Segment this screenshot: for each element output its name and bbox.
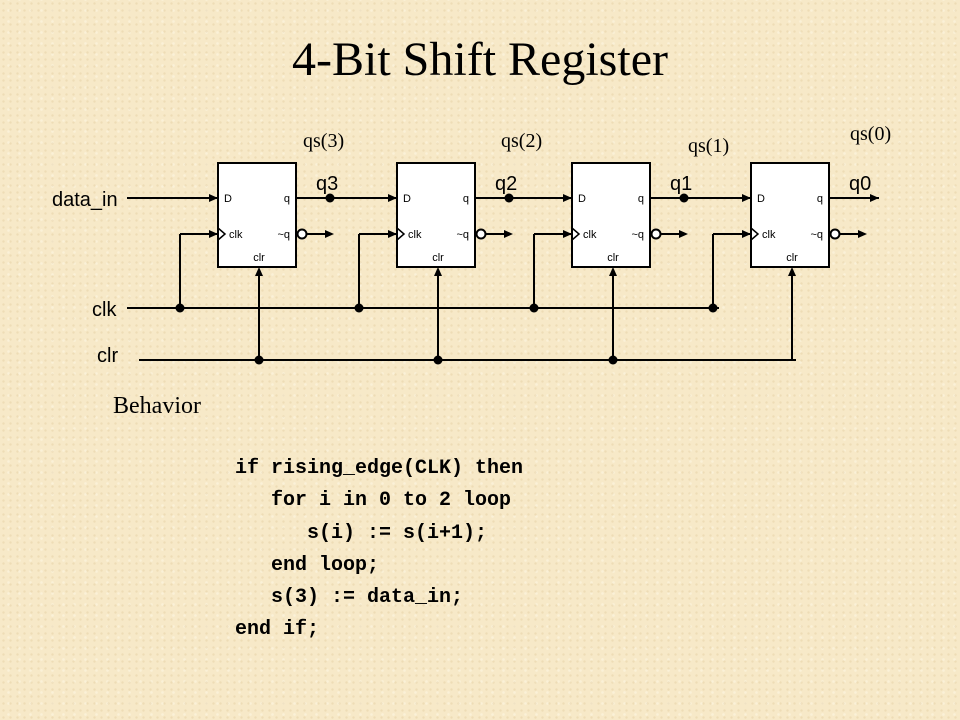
- clk-junction-dot: [529, 303, 539, 313]
- flip-flop-3: [750, 162, 830, 268]
- clk-arrowhead: [742, 230, 751, 238]
- nq-arrowhead: [679, 230, 688, 238]
- nq-arrowhead: [858, 230, 867, 238]
- clock-edge-marker: [750, 227, 760, 241]
- q-output-label: q3: [316, 173, 338, 195]
- pin-label-q: q: [284, 193, 290, 205]
- q-arrowhead: [742, 194, 751, 202]
- q-output-label: q2: [495, 173, 517, 195]
- clk-junction-dot: [175, 303, 185, 313]
- clk-junction-dot: [708, 303, 718, 313]
- clr-junction-dot: [433, 355, 443, 365]
- pin-label-q: q: [463, 193, 469, 205]
- pin-label-clk: clk: [583, 229, 597, 241]
- input-label-clk: clk: [92, 299, 117, 321]
- pin-label-q: q: [817, 193, 823, 205]
- q-arrowhead: [388, 194, 397, 202]
- clr-junction-dot: [254, 355, 264, 365]
- q-junction-dot: [325, 193, 335, 203]
- state-label-qs2: qs(2): [501, 130, 542, 152]
- code-line: if rising_edge(CLK) then: [235, 457, 524, 480]
- q-arrowhead: [563, 194, 572, 202]
- q-arrowhead: [870, 194, 879, 202]
- flip-flop-0: [217, 162, 297, 268]
- q-junction-dot: [504, 193, 514, 203]
- clk-arrowhead: [388, 230, 397, 238]
- clock-edge-marker: [217, 227, 227, 241]
- nq-arrowhead: [504, 230, 513, 238]
- slide-title: 4-Bit Shift Register: [292, 33, 668, 86]
- nq-arrowhead: [325, 230, 334, 238]
- inverted-output-bubble: [475, 228, 487, 240]
- clock-edge-marker: [396, 227, 406, 241]
- pin-label-d: D: [403, 193, 411, 205]
- pin-label-d: D: [224, 193, 232, 205]
- vhdl-code-block: if rising_edge(CLK) then for i in 0 to 2…: [235, 453, 523, 647]
- state-label-qs3: qs(3): [303, 130, 344, 152]
- pin-label-nq: ~q: [456, 229, 469, 241]
- state-label-qs1: qs(1): [688, 135, 729, 157]
- clock-edge-marker: [571, 227, 581, 241]
- clk-arrowhead: [563, 230, 572, 238]
- clr-arrowhead: [609, 267, 617, 276]
- code-line: end if;: [235, 618, 320, 642]
- flip-flop-2: [571, 162, 651, 268]
- pin-label-d: D: [757, 193, 765, 205]
- input-label-clr: clr: [97, 345, 118, 367]
- pin-label-q: q: [638, 193, 644, 205]
- clr-arrowhead: [255, 267, 263, 276]
- q-junction-dot: [679, 193, 689, 203]
- pin-label-clr: clr: [432, 252, 444, 264]
- code-line: s(3) := data_in;: [235, 586, 464, 610]
- pin-label-clk: clk: [229, 229, 243, 241]
- clr-arrowhead: [788, 267, 796, 276]
- data-in-arrowhead: [209, 194, 218, 202]
- behavior-label: Behavior: [113, 393, 201, 419]
- inverted-output-bubble: [829, 228, 841, 240]
- code-line: for i in 0 to 2 loop: [235, 489, 512, 513]
- pin-label-clr: clr: [253, 252, 265, 264]
- clk-junction-dot: [354, 303, 364, 313]
- pin-label-clk: clk: [408, 229, 422, 241]
- code-line: s(i) := s(i+1);: [235, 521, 488, 545]
- pin-label-nq: ~q: [631, 229, 644, 241]
- flip-flop-1: [396, 162, 476, 268]
- pin-label-nq: ~q: [810, 229, 823, 241]
- pin-label-d: D: [578, 193, 586, 205]
- state-label-qs0: qs(0): [850, 123, 891, 145]
- pin-label-nq: ~q: [277, 229, 290, 241]
- clk-arrowhead: [209, 230, 218, 238]
- q-output-label: q1: [670, 173, 692, 195]
- input-label-data-in: data_in: [52, 189, 118, 211]
- code-line: end loop;: [235, 553, 380, 577]
- clr-arrowhead: [434, 267, 442, 276]
- q-output-label: q0: [849, 173, 871, 195]
- pin-label-clr: clr: [607, 252, 619, 264]
- clr-junction-dot: [608, 355, 618, 365]
- inverted-output-bubble: [650, 228, 662, 240]
- inverted-output-bubble: [296, 228, 308, 240]
- pin-label-clr: clr: [786, 252, 798, 264]
- pin-label-clk: clk: [762, 229, 776, 241]
